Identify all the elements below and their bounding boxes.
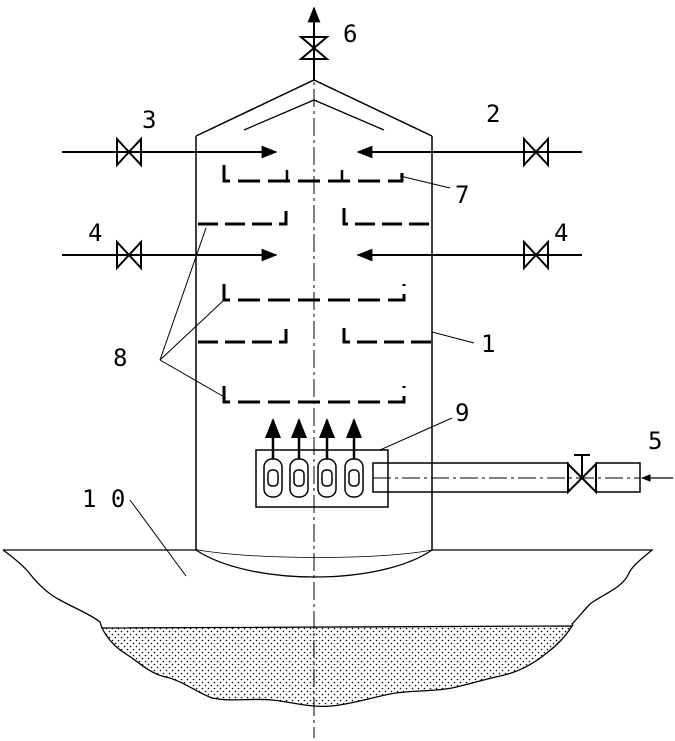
valve-icon [567,454,597,495]
label-4-right: 4 [554,219,568,247]
baffle-side-left-1 [198,208,288,226]
baffle-side-right-2 [342,328,432,344]
valve-icon [523,136,549,168]
valve-icon [298,36,330,60]
valve-icon [116,136,142,168]
middle-inlets [62,239,582,271]
baffle-7 [222,165,404,183]
underground-layer [100,625,574,708]
nozzle-assembly [255,418,389,508]
upper-inlets [62,136,582,168]
label-4-left: 4 [88,219,102,247]
baffle-tray-3 [222,386,406,404]
baffle-side-left-2 [198,328,288,344]
arrow-icon [265,418,362,459]
label-6: 6 [343,20,357,48]
top-vent [298,6,330,80]
label-2: 2 [486,100,500,128]
ground [2,549,654,708]
baffle-tray-2 [222,284,406,302]
baffles [198,165,432,404]
label-3: 3 [142,106,156,134]
label-5: 5 [648,427,662,455]
label-10: 1 0 [82,485,125,513]
label-9: 9 [455,399,469,427]
label-8: 8 [113,344,127,372]
baffle-side-right-1 [342,208,432,226]
valve-icon [523,239,549,271]
valve-icon [116,239,142,271]
labels: 1 2 3 4 4 5 6 7 8 9 1 0 [82,20,662,513]
label-7: 7 [455,181,469,209]
feed-pipe [372,454,673,495]
leader-lines [129,175,475,577]
label-1: 1 [481,330,495,358]
